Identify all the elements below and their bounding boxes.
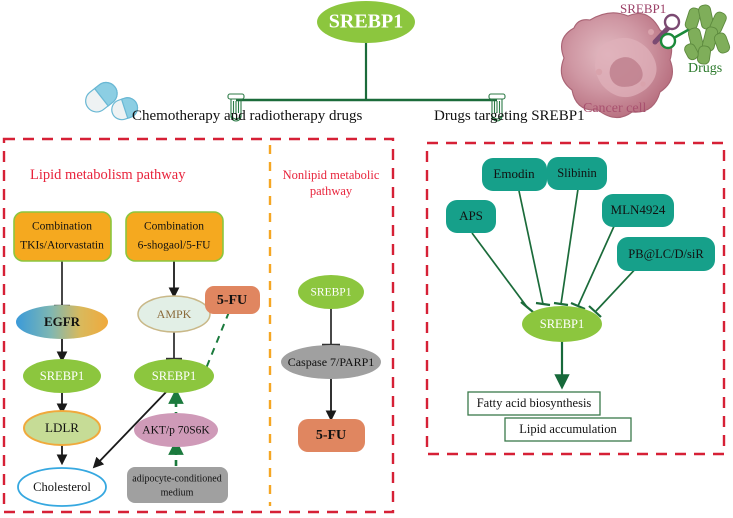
node-adipocyte-line2: medium xyxy=(161,487,194,498)
node-combination-shogaol-line1: Combination xyxy=(144,221,204,233)
node-srebp1-mid[interactable]: SREBP1 xyxy=(134,359,214,393)
node-srebp1-mid-label: SREBP1 xyxy=(152,369,196,383)
top-srebp1-group: SREBP1 xyxy=(236,1,497,102)
drug-ligand-icon xyxy=(659,28,690,50)
node-combination-shogaol-line2: 6-shogaol/5-FU xyxy=(138,240,212,252)
cell-srebp1-label: SREBP1 xyxy=(620,1,666,16)
capsule-pills-icon xyxy=(85,81,139,121)
cancer-cell-illustration xyxy=(560,12,673,119)
node-mln4924-label: MLN4924 xyxy=(611,202,666,217)
node-caspase[interactable]: Caspase 7/PARP1 xyxy=(281,345,381,379)
right-branch-label: Drugs targeting SREBP1 xyxy=(434,108,585,124)
node-emodin[interactable]: Emodin xyxy=(482,158,547,191)
edge-pblcdsir-srebp1 xyxy=(588,263,641,318)
hand-pointer-left-icon xyxy=(227,93,245,122)
drug-cluster-icon xyxy=(684,4,731,65)
nonlipid-panel-title-line2: pathway xyxy=(310,184,353,198)
left-branch-label: Chemotherapy and radiotherapy drugs xyxy=(132,108,363,124)
cell-vesicle-3 xyxy=(640,81,646,87)
edge-slibinin-srebp1 xyxy=(553,188,579,307)
top-srebp1-label: SREBP1 xyxy=(329,11,403,33)
edge-aps-srebp1 xyxy=(471,232,534,313)
left-panel-border xyxy=(2,137,395,514)
node-adipocyte-line1: adipocyte-conditioned xyxy=(132,473,221,484)
node-aps-label: APS xyxy=(459,208,483,223)
edge-mln4924-srebp1 xyxy=(570,212,621,311)
node-egfr-label: EGFR xyxy=(44,314,81,329)
node-slibinin-label: Slibinin xyxy=(557,166,597,180)
node-srebp1-left[interactable]: SREBP1 xyxy=(23,359,101,393)
cell-vesicle-2 xyxy=(648,29,654,35)
node-akt[interactable]: AKT/p 70S6K xyxy=(134,413,218,447)
cancer-cell-nucleolus xyxy=(609,57,643,87)
top-srebp1-ellipse xyxy=(317,1,415,43)
hand-pointer-right-icon xyxy=(488,93,506,122)
node-5fu-left[interactable]: 5-FU xyxy=(205,286,260,314)
node-srebp1-drugs[interactable]: SREBP1 xyxy=(522,306,602,342)
node-combination-shogaol[interactable]: Combination 6-shogaol/5-FU xyxy=(125,211,224,262)
node-ampk-label: AMPK xyxy=(157,307,192,321)
node-cholesterol[interactable]: Cholesterol xyxy=(17,467,107,507)
node-ldlr[interactable]: LDLR xyxy=(23,410,101,446)
node-combination-tki-line2: TKIs/Atorvastatin xyxy=(20,240,104,252)
node-srebp1-nonlipid-label: SREBP1 xyxy=(311,287,352,299)
node-slibinin[interactable]: Slibinin xyxy=(547,157,607,190)
outcome-fatty-acid-biosynthesis: Fatty acid biosynthesis xyxy=(467,391,601,416)
node-aps[interactable]: APS xyxy=(446,200,496,233)
edge-srebp1mid-cholesterol xyxy=(92,388,170,469)
node-srebp1-drugs-label: SREBP1 xyxy=(540,317,584,331)
outcome-fatty-acid-label: Fatty acid biosynthesis xyxy=(477,396,592,410)
outcome-lipid-accumulation: Lipid accumulation xyxy=(504,417,632,442)
node-srebp1-left-label: SREBP1 xyxy=(40,369,84,383)
node-combination-tki-line1: Combination xyxy=(32,221,92,233)
lipid-panel-title: Lipid metabolism pathway xyxy=(30,167,186,183)
node-cholesterol-label: Cholesterol xyxy=(33,480,91,494)
cell-drugs-label: Drugs xyxy=(688,61,722,76)
node-akt-label: AKT/p 70S6K xyxy=(142,425,210,437)
node-adipocyte-medium[interactable]: adipocyte-conditioned medium xyxy=(127,467,228,503)
node-emodin-label: Emodin xyxy=(493,166,535,181)
node-5fu-left-label: 5-FU xyxy=(217,293,247,308)
edge-emodin-srebp1 xyxy=(518,190,551,307)
node-5fu-nonlipid[interactable]: 5-FU xyxy=(298,419,365,452)
node-5fu-nonlipid-label: 5-FU xyxy=(316,428,346,443)
node-srebp1-nonlipid[interactable]: SREBP1 xyxy=(298,275,364,309)
node-ampk[interactable]: AMPK xyxy=(137,295,211,333)
srebp1-receptor-icon xyxy=(652,13,681,45)
node-caspase-label: Caspase 7/PARP1 xyxy=(288,355,375,369)
nonlipid-panel-title-line1: Nonlipid metabolic xyxy=(283,168,380,182)
cancer-cell-label: Cancer cell xyxy=(583,101,646,116)
node-pb-lc-d-sir[interactable]: PB@LC/D/siR xyxy=(617,237,715,271)
node-combination-tki[interactable]: Combination TKIs/Atorvastatin xyxy=(13,211,112,262)
node-pb-lc-d-sir-label: PB@LC/D/siR xyxy=(628,247,704,261)
outcome-lipid-accumulation-label: Lipid accumulation xyxy=(519,422,617,436)
node-egfr[interactable]: EGFR xyxy=(16,305,108,339)
cell-vesicle-1 xyxy=(595,68,603,76)
node-ldlr-label: LDLR xyxy=(45,420,79,435)
node-mln4924[interactable]: MLN4924 xyxy=(602,194,674,227)
